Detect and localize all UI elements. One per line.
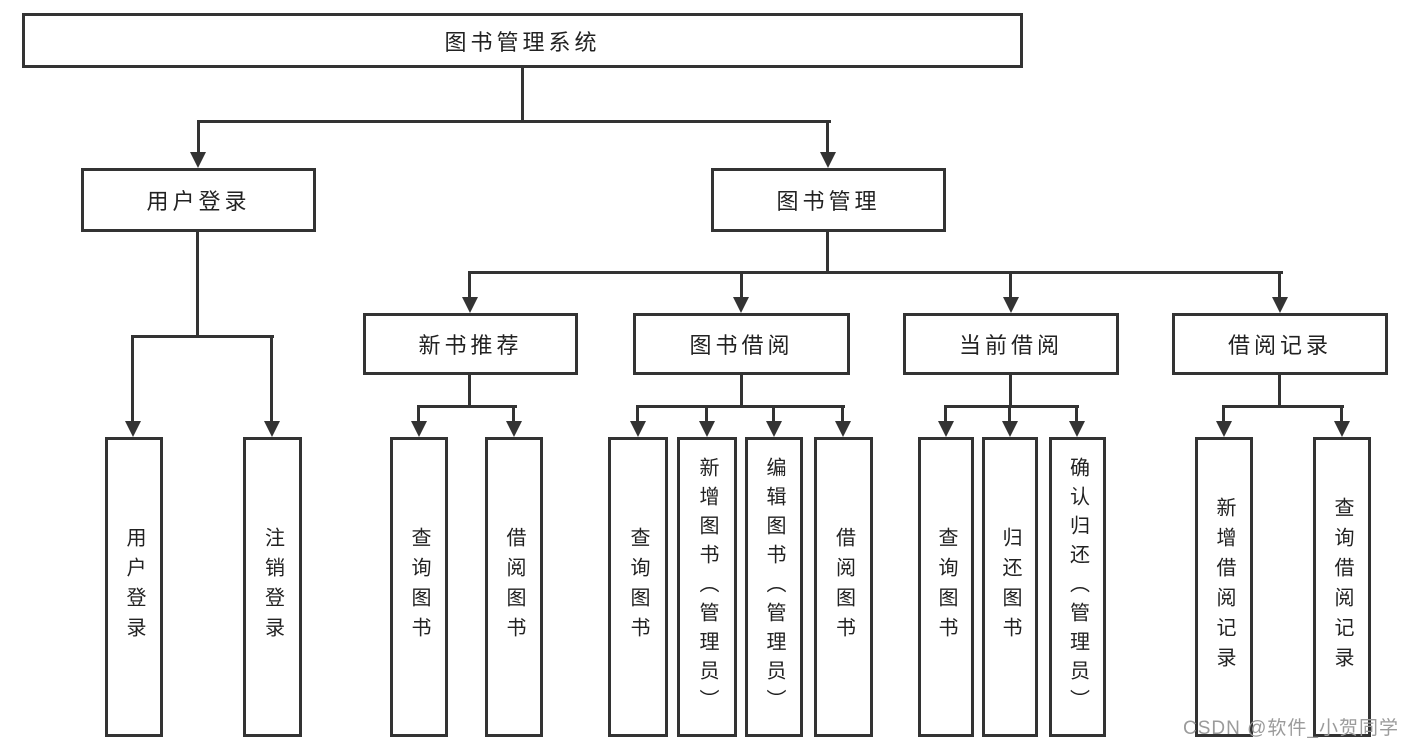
arrowhead-icon (1272, 297, 1288, 313)
arrowhead-icon (630, 421, 646, 437)
connector-line (841, 405, 844, 423)
arrowhead-icon (506, 421, 522, 437)
connector-line (740, 375, 743, 408)
arrowhead-icon (411, 421, 427, 437)
connector-line (772, 405, 775, 423)
arrowhead-icon (264, 421, 280, 437)
node-user-login: 用户登录 (81, 168, 316, 232)
node-new-book-recommend: 新书推荐 (363, 313, 578, 375)
node-leaf-current-confirm-return-admin: 确认归还（管理员） (1049, 437, 1106, 737)
arrowhead-icon (766, 421, 782, 437)
connector-line (1222, 405, 1225, 423)
connector-line (468, 375, 471, 408)
arrowhead-icon (733, 297, 749, 313)
arrowhead-icon (1216, 421, 1232, 437)
node-leaf-records-query-record: 查询借阅记录 (1313, 437, 1371, 737)
node-current-borrow: 当前借阅 (903, 313, 1119, 375)
connector-line (826, 120, 829, 154)
arrowhead-icon (1334, 421, 1350, 437)
csdn-watermark: CSDN @软件_小贺同学 (1183, 718, 1399, 739)
node-leaf-borrow-query-books: 查询图书 (608, 437, 668, 737)
connector-line (740, 271, 743, 299)
connector-line (826, 232, 829, 274)
connector-line (1278, 375, 1281, 408)
connector-line (1278, 271, 1281, 299)
node-leaf-borrow-borrow-books: 借阅图书 (814, 437, 873, 737)
node-book-management: 图书管理 (711, 168, 946, 232)
node-leaf-current-query-books: 查询图书 (918, 437, 974, 737)
node-leaf-recommend-query-books: 查询图书 (390, 437, 448, 737)
node-book-borrow: 图书借阅 (633, 313, 850, 375)
connector-line (468, 271, 1283, 274)
connector-line (944, 405, 947, 423)
arrowhead-icon (1002, 421, 1018, 437)
node-leaf-user-login: 用户登录 (105, 437, 163, 737)
connector-line (131, 335, 274, 338)
node-leaf-borrow-add-books-admin: 新增图书（管理员） (677, 437, 737, 737)
connector-line (197, 120, 831, 123)
connector-line (1340, 405, 1343, 423)
connector-line (1222, 405, 1344, 408)
connector-line (1009, 271, 1012, 299)
connector-line (131, 335, 134, 423)
node-leaf-records-add-record: 新增借阅记录 (1195, 437, 1253, 737)
arrowhead-icon (125, 421, 141, 437)
connector-line (521, 66, 524, 123)
connector-line (468, 271, 471, 299)
connector-line (417, 405, 420, 423)
connector-line (705, 405, 708, 423)
connector-line (196, 232, 199, 338)
connector-line (944, 405, 1079, 408)
node-library-management-system: 图书管理系统 (22, 13, 1023, 68)
connector-line (417, 405, 517, 408)
connector-line (512, 405, 515, 423)
connector-line (636, 405, 639, 423)
arrowhead-icon (938, 421, 954, 437)
node-leaf-logout: 注销登录 (243, 437, 302, 737)
connector-line (197, 120, 200, 154)
connector-line (1075, 405, 1078, 423)
arrowhead-icon (820, 152, 836, 168)
arrowhead-icon (699, 421, 715, 437)
connector-line (636, 405, 845, 408)
node-leaf-recommend-borrow-books: 借阅图书 (485, 437, 543, 737)
arrowhead-icon (190, 152, 206, 168)
node-leaf-current-return-books: 归还图书 (982, 437, 1038, 737)
connector-line (1009, 375, 1012, 408)
arrowhead-icon (1003, 297, 1019, 313)
arrowhead-icon (462, 297, 478, 313)
arrowhead-icon (835, 421, 851, 437)
connector-line (1008, 405, 1011, 423)
connector-line (270, 335, 273, 423)
node-borrow-records: 借阅记录 (1172, 313, 1388, 375)
arrowhead-icon (1069, 421, 1085, 437)
node-leaf-borrow-edit-books-admin: 编辑图书（管理员） (745, 437, 803, 737)
